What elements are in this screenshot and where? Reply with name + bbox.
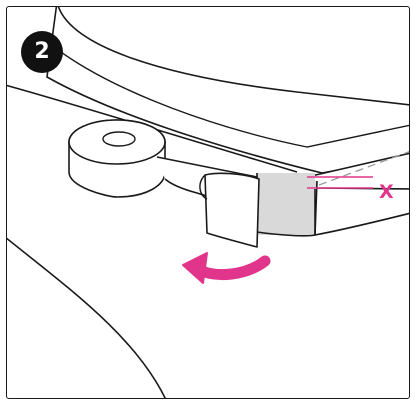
callout-label-x: X [379,181,394,203]
curved-arrow-icon [182,252,271,284]
tape-roll-hole [102,131,136,147]
step-number-badge: 2 [21,31,63,73]
tape-fold-curl [199,174,208,200]
device-front-lower-edge [314,212,409,236]
hidden-edge-dashed [318,151,409,186]
base-left-outline [7,237,166,398]
tape-folded-end [204,172,260,248]
device-edge-illustration [7,7,409,398]
illustration-frame: 2 X [6,6,410,399]
gap-block [257,173,315,235]
base-outline [7,84,298,173]
